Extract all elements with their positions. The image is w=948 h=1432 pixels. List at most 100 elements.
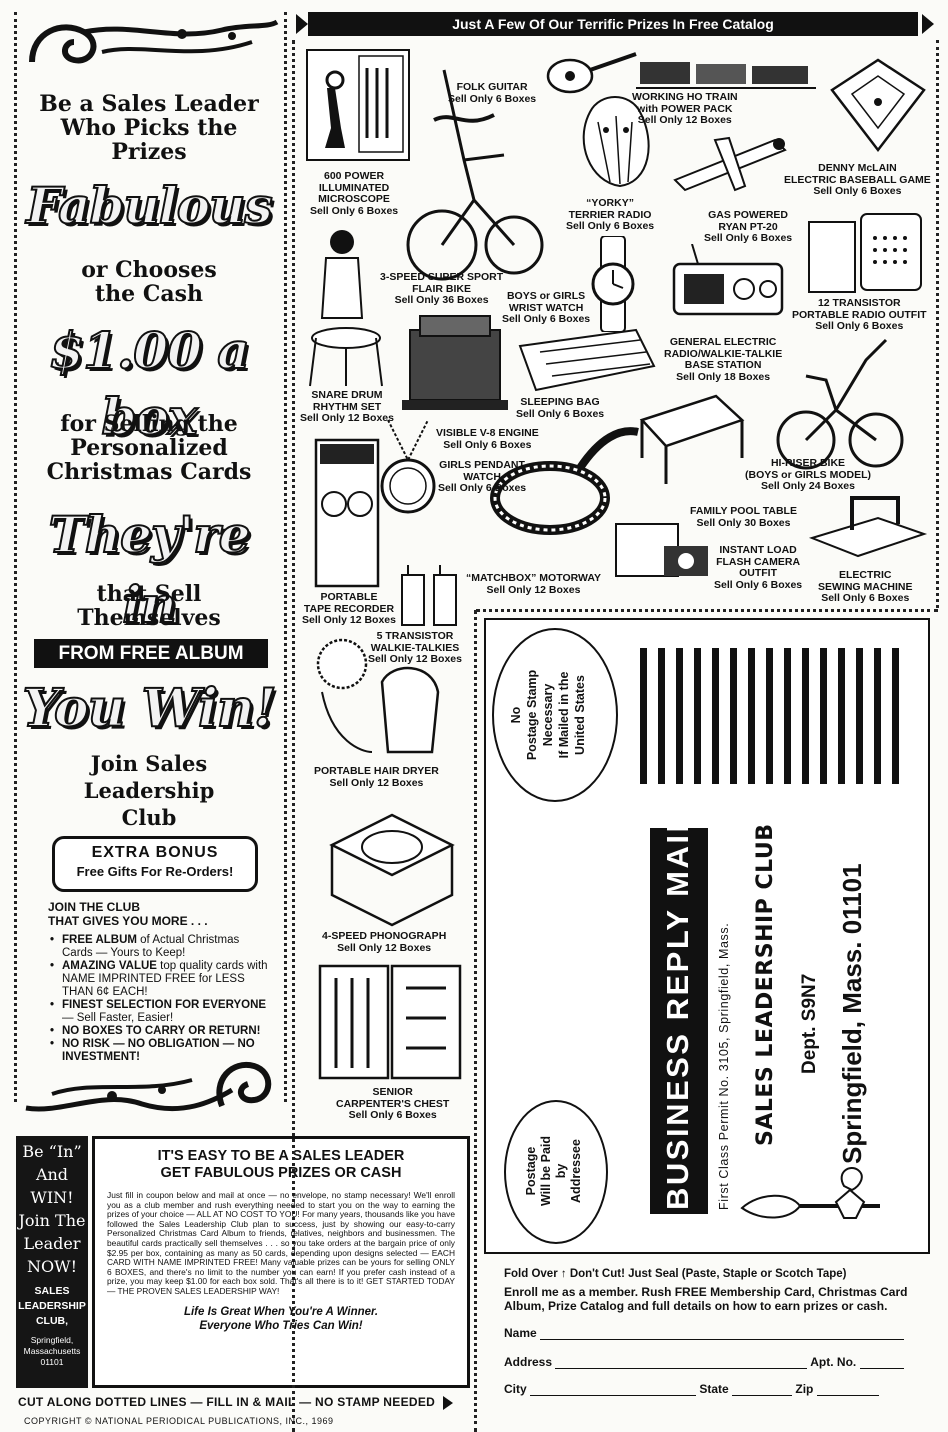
postage-paid-line: Will be Paid: [539, 1135, 553, 1207]
join-line: Club: [121, 805, 177, 830]
theyre-in-lettering: They're in: [48, 504, 252, 635]
cut-instruction: CUT ALONG DOTTED LINES — FILL IN & MAIL …: [18, 1395, 453, 1410]
prizes-header-banner: Just A Few Of Our Terrific Prizes In Fre…: [308, 12, 918, 36]
prize-sell: Sell Only 6 Boxes: [310, 204, 399, 217]
you-win-lettering: You Win!: [21, 677, 277, 740]
easy-title: IT'S EASY TO BE A SALES LEADER GET FABUL…: [95, 1148, 467, 1182]
cut-text: CUT ALONG DOTTED LINES — FILL IN & MAIL …: [18, 1395, 436, 1409]
that-sell-text: that Sell Themselves: [20, 582, 278, 630]
sidebar-line: Be “In”: [22, 1142, 82, 1161]
zip-field[interactable]: [816, 1384, 879, 1396]
for-selling-line: Christmas Cards: [46, 459, 252, 485]
join-club-line: THAT GIVES YOU MORE . . .: [48, 914, 208, 928]
address-line: Springfield,: [30, 1335, 74, 1345]
tape-recorder-icon: [314, 438, 380, 588]
stamp-note-line: Necessary: [541, 683, 555, 747]
city-field-row: City State Zip: [504, 1382, 912, 1396]
wrist-watch-icon: [591, 236, 635, 332]
address-label: Address: [504, 1355, 553, 1369]
bonus-title: EXTRA BONUS: [91, 844, 219, 861]
apt-field[interactable]: [859, 1357, 904, 1369]
prize-sell: Sell Only 6 Boxes: [566, 220, 655, 232]
postage-paid-line: Addressee: [569, 1139, 583, 1203]
address-field-row: Address Apt. No.: [504, 1355, 912, 1369]
bullet-bold: FREE ALBUM: [62, 934, 137, 946]
postal-bars-icon: [640, 648, 899, 784]
copyright-text: COPYRIGHT © NATIONAL PERIODICAL PUBLICAT…: [24, 1416, 334, 1426]
postcard-dotted-border-top: [476, 609, 938, 612]
stamp-note-line: No: [509, 706, 523, 724]
prize-sell: Sell Only 12 Boxes: [329, 776, 424, 789]
hair-dryer-icon: [316, 638, 440, 754]
name-field[interactable]: [540, 1328, 905, 1340]
prize-name: WORKING HO TRAIN with POWER PACK: [632, 91, 738, 115]
for-selling-line: Personalized: [70, 435, 228, 461]
club-line: LEADERSHIP: [18, 1300, 86, 1312]
microscope-kit-icon: [306, 49, 410, 161]
prize-name: GENERAL ELECTRIC RADIO/WALKIE-TALKIE BAS…: [664, 336, 783, 371]
address-field[interactable]: [555, 1357, 808, 1369]
prizes-dotted-border-right: [936, 40, 939, 608]
for-selling-line: for Selling the: [60, 411, 238, 437]
bullet-bold: NO BOXES TO CARRY OR RETURN!: [62, 1025, 261, 1037]
sidebar-line: NOW!: [27, 1257, 77, 1276]
prize-sell: Sell Only 6 Boxes: [448, 92, 537, 105]
extra-bonus-box: EXTRA BONUS Free Gifts For Re-Orders!: [52, 836, 258, 892]
prizes-dotted-border-left: [292, 40, 295, 1432]
prize-name: FOLK GUITAR: [456, 81, 528, 93]
prize-name: ELECTRIC SEWING MACHINE: [818, 569, 913, 593]
city-field[interactable]: [530, 1384, 697, 1396]
black-sidebar: Be “In” And WIN! Join The Leader NOW! SA…: [16, 1136, 88, 1388]
club-line: CLUB,: [35, 1315, 69, 1327]
pool-table-icon: [639, 394, 745, 484]
bullet-text: top quality cards with NAME IMPRINTED FR…: [62, 960, 268, 998]
prize-name: “MATCHBOX” MOTORWAY: [466, 572, 601, 584]
address-line: Massachusetts: [23, 1346, 81, 1356]
easy-title-line: GET FABULOUS PRIZES OR CASH: [160, 1165, 402, 1181]
prize-label: HI-RISER BIKE (BOYS or GIRLS MODEL)Sell …: [745, 457, 871, 493]
v8-engine-icon: [402, 315, 508, 410]
prize-sell: Sell Only 12 Boxes: [637, 114, 732, 126]
list-item: NO RISK — NO OBLIGATION — NO INVESTMENT!: [50, 1038, 272, 1064]
city-label: City: [504, 1382, 527, 1396]
state-field[interactable]: [732, 1384, 793, 1396]
postage-paid-line: Postage: [524, 1146, 538, 1196]
bullet-bold: NO RISK — NO OBLIGATION — NO INVESTMENT!: [62, 1038, 255, 1063]
motorway-track-icon: [490, 427, 639, 535]
scroll-ornament-top-icon: [29, 19, 279, 64]
postage-circle: [492, 628, 618, 802]
sleeping-bag-icon: [518, 328, 656, 392]
prize-sell: Sell Only 6 Boxes: [714, 578, 803, 591]
dept-code: Dept. S9N7: [799, 973, 820, 1074]
prize-name: 3-SPEED SUPER SPORT FLAIR BIKE: [380, 271, 504, 295]
state-label: State: [699, 1382, 729, 1396]
sidebar-line: And: [35, 1165, 69, 1184]
arrow-right-icon: [442, 1395, 453, 1410]
bullet-text: of Actual Christmas Cards — Yours to Kee…: [62, 934, 240, 959]
bullet-bold: FINEST SELECTION FOR EVERYONE: [62, 999, 267, 1011]
drummer-icon: [309, 230, 383, 387]
prize-name: GIRLS PENDANT WATCH: [439, 459, 525, 483]
business-reply-bar: [650, 828, 708, 1214]
prize-name: DENNY McLAIN ELECTRIC BASEBALL GAME: [784, 162, 931, 186]
or-chooses-line: the Cash: [95, 281, 203, 307]
prize-name: VISIBLE V-8 ENGINE: [436, 427, 539, 439]
prize-name: HI-RISER BIKE (BOYS or GIRLS MODEL): [745, 457, 871, 481]
baseball-game-icon: [830, 58, 926, 153]
dotted-border-left: [14, 12, 17, 1102]
city-address: Springfield, Mass. 01101: [837, 863, 867, 1164]
no-postage-note: No Postage Stamp Necessary If Mailed in …: [508, 640, 588, 790]
join-club-heading: JOIN THE CLUB THAT GIVES YOU MORE . . .: [48, 900, 208, 928]
prize-sell: Sell Only 6 Boxes: [516, 407, 605, 420]
join-line: Leadership: [83, 778, 215, 803]
scroll-ornament-bottom-icon: [25, 1061, 272, 1112]
dollar-a-box-lettering: $1.00 a box: [48, 320, 250, 447]
